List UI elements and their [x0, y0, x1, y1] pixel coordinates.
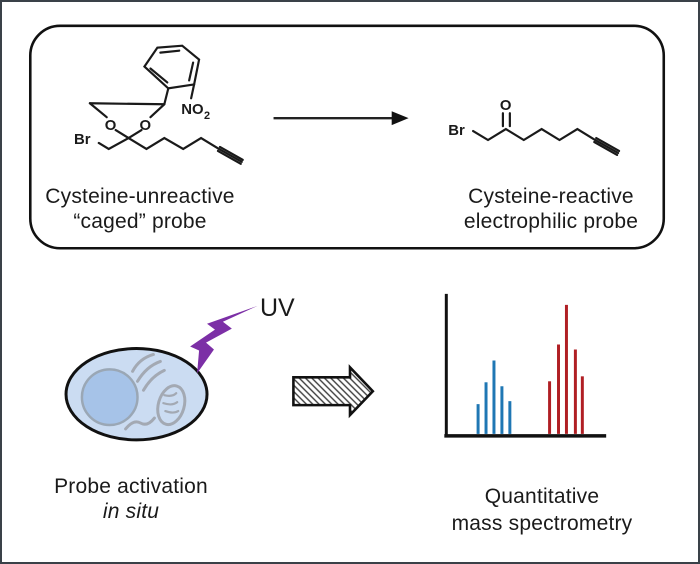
atom-o-right: O — [140, 118, 152, 134]
reaction-arrow — [273, 111, 409, 126]
atom-no2: NO — [181, 102, 203, 118]
mass-spectrometry-label-line1: Quantitative — [484, 485, 600, 508]
endoplasmic-reticulum — [124, 352, 166, 431]
atom-o-left: O — [105, 118, 117, 134]
caged-probe-label-line1: Cysteine-unreactive — [45, 185, 235, 208]
workflow-arrow — [292, 364, 375, 419]
electrophilic-probe-structure — [472, 112, 621, 156]
electrophilic-probe-label: Cysteine-reactive electrophilic probe — [430, 184, 672, 234]
cell-illustration — [64, 347, 209, 442]
atom-no2-subscript: 2 — [204, 110, 210, 122]
mass-spectrometry-label-line2: mass spectrometry — [451, 512, 633, 535]
caged-probe-structure — [88, 44, 244, 165]
reaction-panel-border — [28, 24, 666, 250]
caged-probe-label-line2: “caged” probe — [73, 210, 207, 233]
cell-nucleus — [80, 368, 139, 427]
mass-spectrum — [444, 293, 607, 438]
uv-lightning-bolt-icon — [190, 305, 258, 374]
spectrum-peaks — [476, 304, 584, 434]
caged-probe-label: Cysteine-unreactive “caged” probe — [20, 184, 260, 234]
mass-spectrometry-label: Quantitative mass spectrometry — [417, 483, 667, 537]
electrophilic-probe-label-line1: Cysteine-reactive — [468, 185, 634, 208]
uv-label: UV — [260, 294, 295, 322]
probe-activation-label-line1: Probe activation — [54, 475, 208, 498]
atom-br-left: Br — [74, 132, 91, 148]
electrophilic-probe-label-line2: electrophilic probe — [463, 210, 639, 233]
atom-br-right: Br — [448, 123, 465, 139]
atom-carbonyl-o: O — [500, 98, 512, 114]
mitochondrion — [156, 384, 187, 427]
probe-activation-label: Probe activation in situ — [18, 474, 244, 524]
probe-activation-label-line2: in situ — [102, 500, 160, 523]
